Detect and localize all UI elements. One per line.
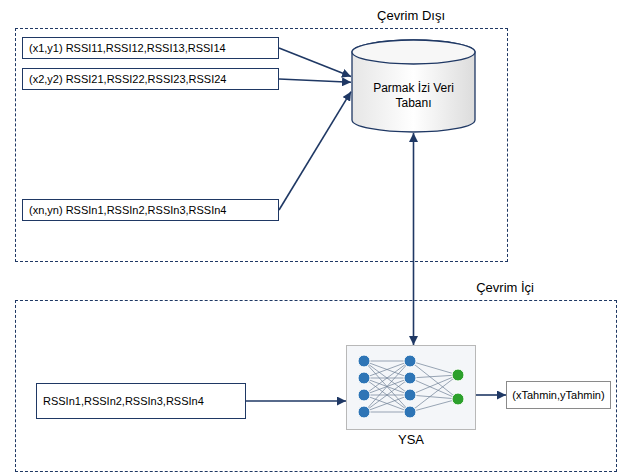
connector-arrow [279,79,351,82]
fingerprint-entry: (x1,y1) RSSI11,RSSI12,RSSI13,RSSI14 [22,37,279,59]
synapse-line [364,361,410,378]
node-text: (xTahmin,yTahmin) [512,388,604,402]
synapse-line [410,378,458,399]
synapse-line [364,361,410,412]
synapse-line [364,361,410,395]
neuron [358,406,370,418]
input-box: RSSIn1,RSSIn2,RSSIn3,RSSIn4 [36,383,246,419]
neuron [358,355,370,367]
connector-arrow [413,133,415,345]
synapse-line [410,375,458,412]
synapse-line [364,361,410,362]
neuron [404,406,416,418]
synapse-line [364,395,410,412]
synapse-line [364,412,410,413]
node-text: (x1,y1) RSSI11,RSSI12,RSSI13,RSSI14 [29,41,226,55]
node-text: (xn,yn) RSSIn1,RSSIn2,RSSIn3,RSSIn4 [29,203,226,217]
output-box: (xTahmin,yTahmin) [506,381,611,409]
region-title: Çevrim İçi [476,280,534,296]
neuron [358,372,370,384]
synapse-line [410,375,458,395]
node-text: RSSIn1,RSSIn2,RSSIn3,RSSIn4 [43,394,204,408]
offline-region: Çevrim Dışı(x1,y1) RSSI11,RSSI12,RSSI13,… [15,28,508,262]
synapse-line [364,361,410,395]
network-label: YSA [346,432,476,448]
synapse-line [364,361,410,412]
neuron [404,355,416,367]
synapse-line [410,375,458,378]
connector-arrow [279,48,351,77]
neuron [452,369,464,381]
connector-arrow [279,92,351,210]
node-text: (x2,y2) RSSI21,RSSI22,RSSI23,RSSI24 [29,72,226,86]
region-title: Çevrim Dışı [377,8,445,24]
database-cylinder: Parmak İzi Veri Tabanı [351,39,476,133]
synapse-line [410,361,458,375]
neuron [358,389,370,401]
synapse-line [364,361,410,378]
node-text: Parmak İzi Veri Tabanı [366,81,462,111]
synapse-line [410,399,458,412]
fingerprint-entry: (x2,y2) RSSI21,RSSI22,RSSI23,RSSI24 [22,68,279,90]
database-top [352,40,475,64]
online-region: Çevrim İçiRSSIn1,RSSIn2,RSSIn3,RSSIn4YSA… [15,300,617,472]
neural-network: YSA [346,345,476,430]
synapse-line [364,378,410,412]
fingerprint-entry: (xn,yn) RSSIn1,RSSIn2,RSSIn3,RSSIn4 [22,199,279,221]
neuron [404,389,416,401]
connector-arrow [246,400,346,402]
synapse-line [364,395,410,412]
connector-arrow [476,394,506,396]
database-body [352,40,475,132]
synapse-line [410,395,458,399]
network-illustration [346,345,476,430]
neuron [404,372,416,384]
synapse-line [364,378,410,412]
neuron [452,393,464,405]
